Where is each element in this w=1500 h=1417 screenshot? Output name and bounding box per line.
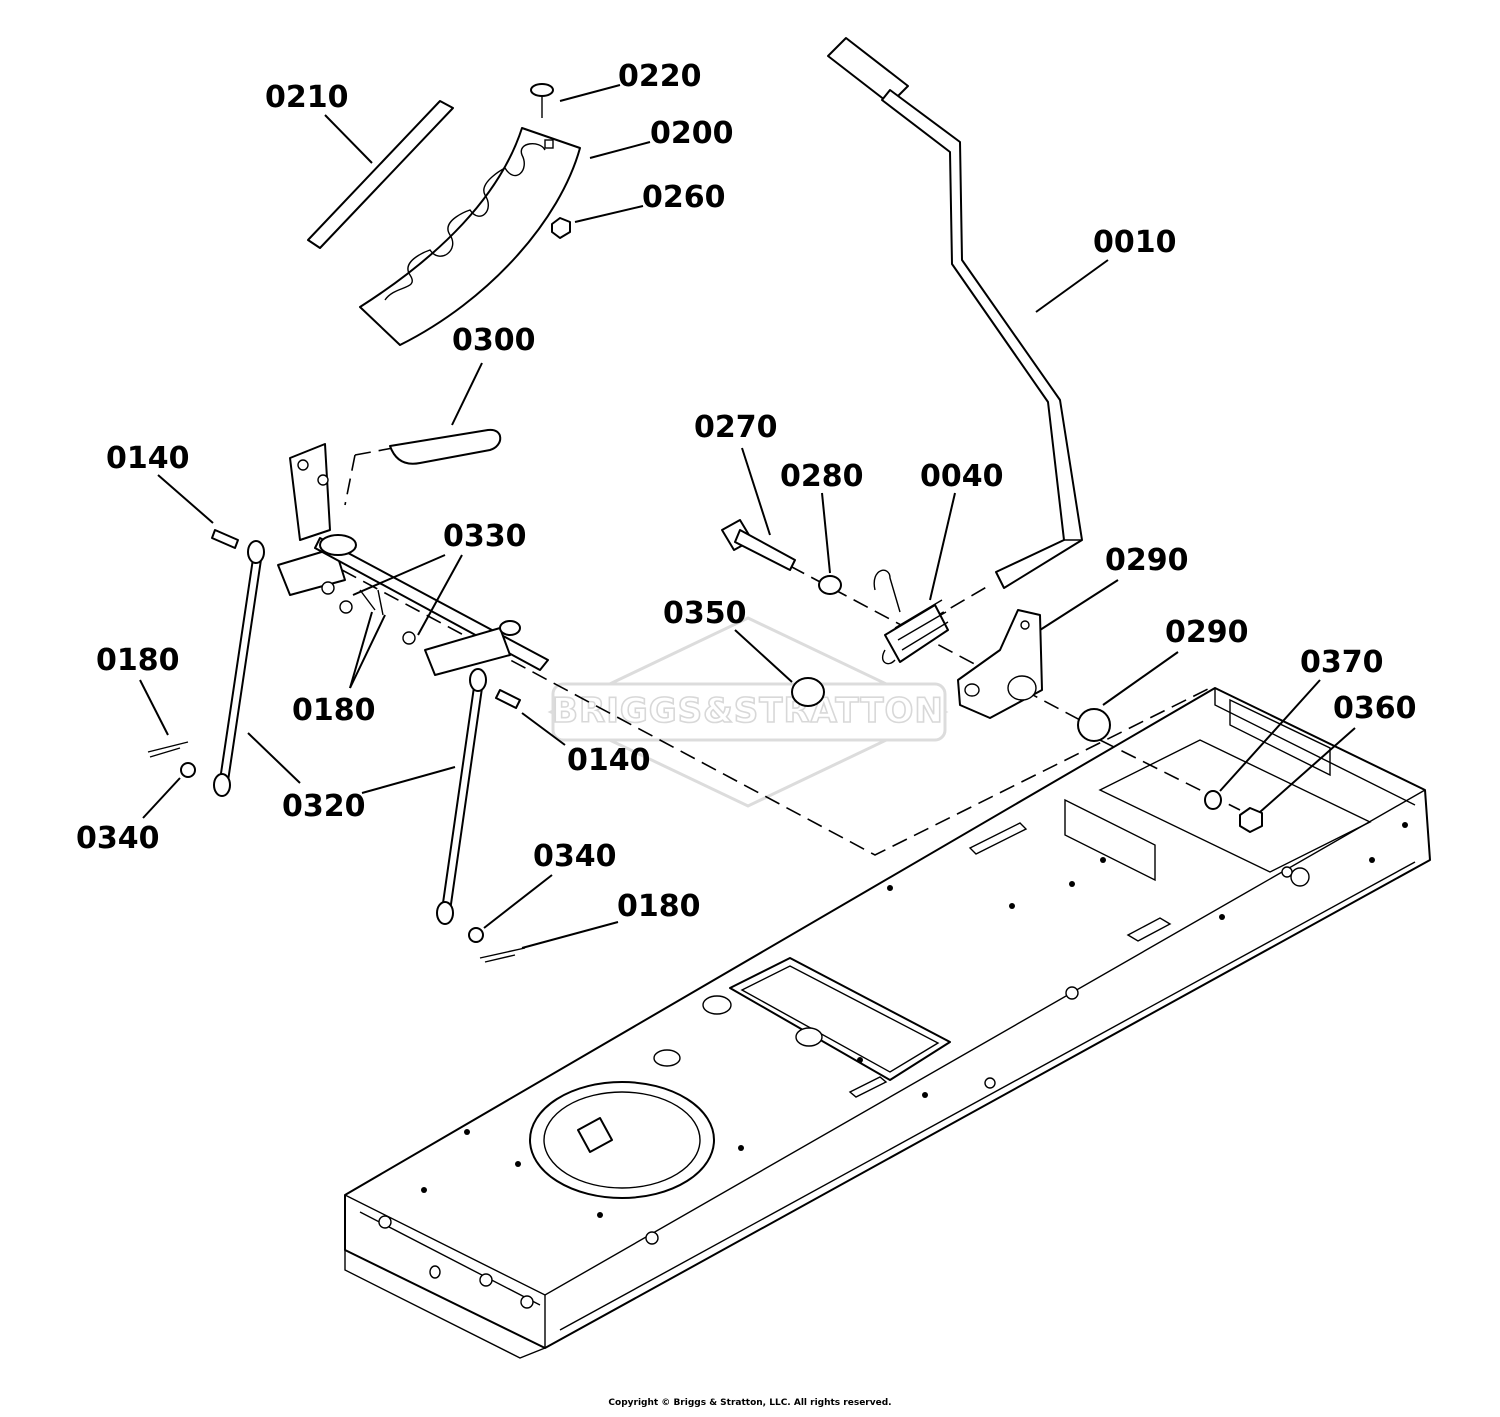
callout-0340-left: 0340 bbox=[76, 821, 160, 856]
lift-link-part bbox=[213, 540, 487, 925]
nut-part-0220 bbox=[551, 217, 571, 239]
callout-0180-middle: 0180 bbox=[292, 693, 376, 728]
callout-0200: 0210 bbox=[265, 80, 349, 115]
callout-0320: 0320 bbox=[282, 789, 366, 824]
callout-0280: 0290 bbox=[1105, 543, 1189, 578]
carriage-bolt-part bbox=[530, 83, 554, 118]
callout-0370: 0370 bbox=[1300, 645, 1384, 680]
callout-0220: 0260 bbox=[642, 180, 726, 215]
callout-0180-left: 0180 bbox=[96, 643, 180, 678]
washer-part-0370 bbox=[1204, 790, 1222, 810]
bushing-part bbox=[791, 677, 825, 707]
height-plate-part bbox=[359, 127, 581, 346]
callout-0180-bottom: 0180 bbox=[617, 889, 701, 924]
pin-part-upper bbox=[211, 529, 239, 549]
hairpin-clip-part-left bbox=[147, 741, 189, 758]
nut-part-0360 bbox=[1239, 807, 1263, 833]
washer-part-0290 bbox=[1077, 708, 1111, 742]
extension-spring-part bbox=[873, 569, 949, 665]
washer-part-0270 bbox=[818, 575, 842, 595]
hairpin-clip-part-bottom bbox=[479, 947, 526, 963]
lift-lever-part bbox=[827, 37, 1083, 589]
callout-0010: 0010 bbox=[1093, 225, 1177, 260]
callout-0270: 0280 bbox=[780, 459, 864, 494]
handle-link-part bbox=[389, 428, 502, 465]
leader-lines bbox=[139, 84, 1356, 949]
brand-watermark: BRIGGS&STRATTON bbox=[547, 616, 949, 808]
callout-0350: 0350 bbox=[663, 596, 747, 631]
callout-0140-lower: 0140 bbox=[567, 743, 651, 778]
callout-0290: 0290 bbox=[1165, 615, 1249, 650]
callout-0340-bottom: 0340 bbox=[533, 839, 617, 874]
washer-part-0340b bbox=[468, 927, 484, 943]
callout-0260: 0270 bbox=[694, 410, 778, 445]
rock-shaft-part bbox=[277, 443, 549, 676]
callout-labels: 0210 0220 0200 0260 0010 0300 0140 0270 … bbox=[76, 59, 1417, 924]
washer-part-0340a bbox=[180, 762, 196, 778]
hairpin-clip-part bbox=[359, 589, 384, 616]
lever-bracket-part bbox=[957, 609, 1043, 719]
copyright-notice: Copyright © Briggs & Stratton, LLC. All … bbox=[608, 1398, 892, 1408]
callout-0190: 0200 bbox=[650, 116, 734, 151]
callout-0360: 0360 bbox=[1333, 691, 1417, 726]
pin-part-lower bbox=[495, 689, 521, 709]
callout-0210: 0220 bbox=[618, 59, 702, 94]
callout-0300: 0300 bbox=[452, 323, 536, 358]
watermark-text: BRIGGS&STRATTON bbox=[552, 691, 944, 731]
trim-strip-part bbox=[307, 100, 454, 249]
chassis-frame bbox=[344, 687, 1431, 1359]
callout-0040: 0040 bbox=[920, 459, 1004, 494]
bolt-part-0260 bbox=[721, 519, 796, 571]
callout-0330: 0330 bbox=[443, 519, 527, 554]
callout-0140-upper: 0140 bbox=[106, 441, 190, 476]
